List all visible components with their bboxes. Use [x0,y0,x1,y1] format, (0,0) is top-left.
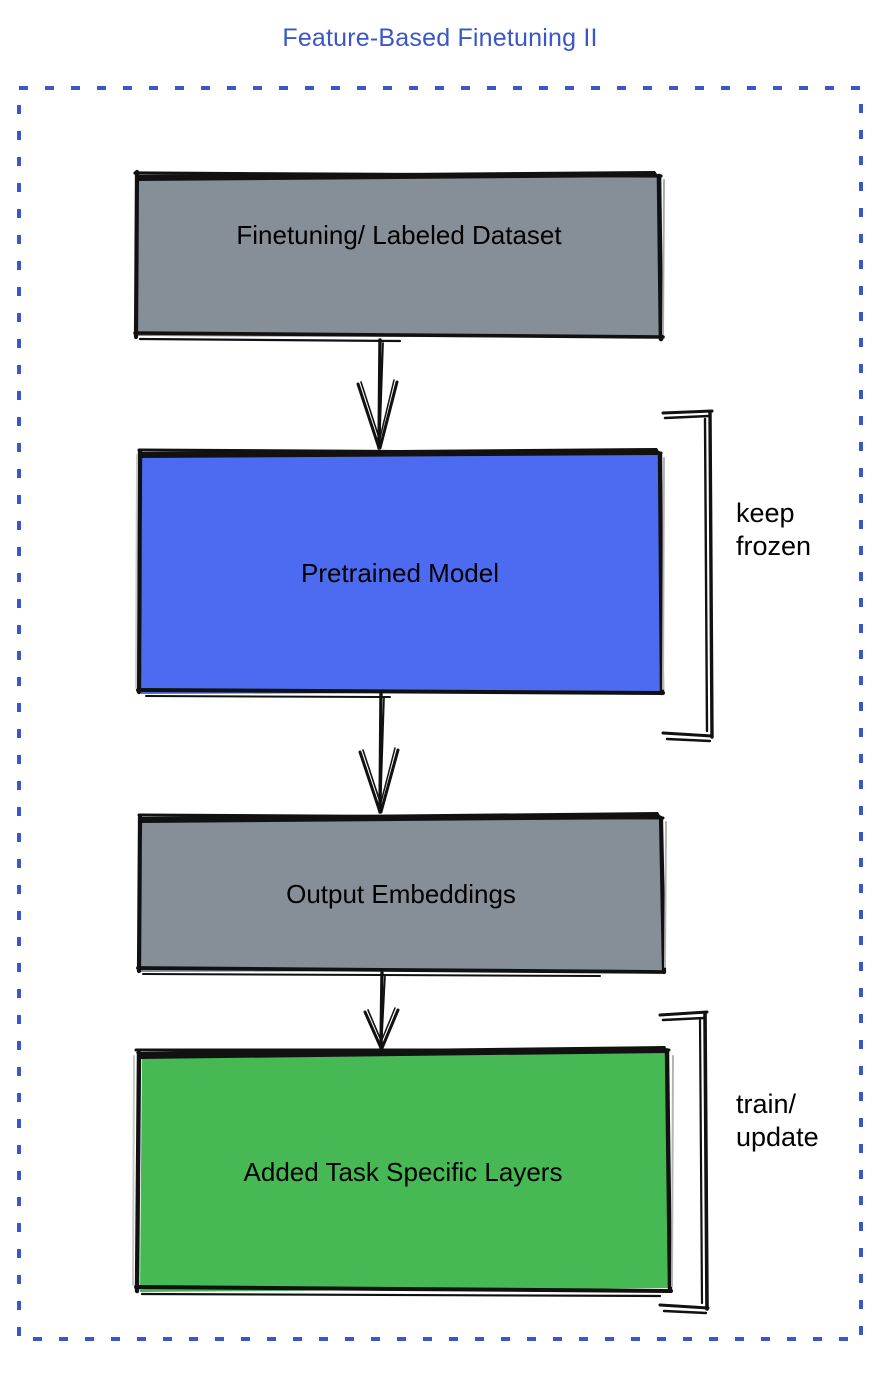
connector-dataset-to-model [356,338,399,450]
bracket-train-update [658,1010,710,1315]
page-title: Feature-Based Finetuning II [282,24,598,52]
node-output-embeddings[interactable] [136,812,667,977]
dashed-boundary [17,86,863,1341]
node-finetuning-dataset[interactable] [133,169,665,343]
bracket-label-keep-frozen: keep frozen [736,498,812,561]
bracket-label-train-update: train/ update [736,1089,819,1152]
node-pretrained-model[interactable] [135,448,665,698]
connector-model-to-embeddings [358,692,400,814]
node-added-task-specific-layers[interactable] [132,1046,674,1298]
connector-embeddings-to-layers [363,971,400,1050]
bracket-keep-frozen [661,409,714,743]
